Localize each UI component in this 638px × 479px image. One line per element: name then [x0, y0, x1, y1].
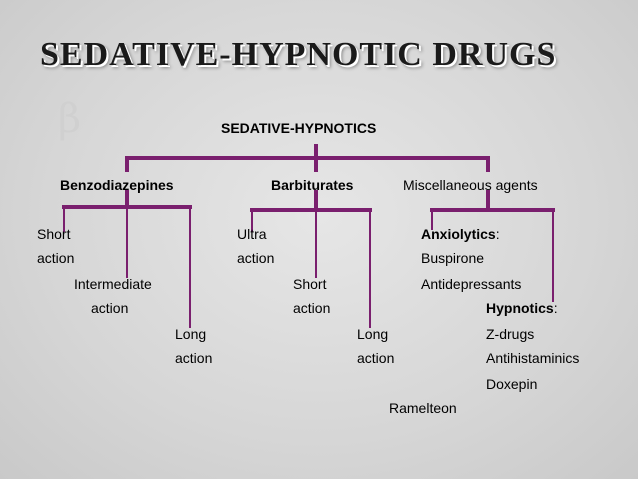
root-label: SEDATIVE-HYPNOTICS [221, 120, 377, 136]
barb-ultra-line1: Ultra [237, 226, 267, 242]
barb-short-line2: action [293, 300, 331, 316]
benzo-short-line1: Short [37, 226, 71, 242]
misc-anxiolytics: Anxiolytics: [421, 226, 500, 242]
misc-zdrugs: Z-drugs [486, 326, 535, 342]
page-title: SEDATIVE-HYPNOTIC DRUGS [40, 36, 557, 73]
misc-anxiolytics-colon: : [495, 226, 500, 242]
misc-hypnotics-colon: : [553, 300, 558, 316]
benzo-long-line1: Long [175, 326, 207, 342]
benzo-intermediate-line1: Intermediate [74, 276, 152, 292]
misc-anxiolytics-label: Anxiolytics [421, 226, 496, 242]
category-benzodiazepines: Benzodiazepines [60, 177, 174, 193]
benzo-short-line2: action [37, 250, 75, 266]
barb-long-line2: action [357, 350, 395, 366]
barb-short-line1: Short [293, 276, 327, 292]
misc-antihistaminics: Antihistaminics [486, 350, 580, 366]
barb-ultra-line2: action [237, 250, 275, 266]
misc-ramelteon: Ramelteon [389, 400, 457, 416]
benzo-intermediate-line2: action [91, 300, 129, 316]
benzo-long-line2: action [175, 350, 213, 366]
category-misc: Miscellaneous agents [403, 177, 538, 193]
barb-long-line1: Long [357, 326, 389, 342]
misc-buspirone: Buspirone [421, 250, 485, 266]
category-barbiturates: Barbiturates [271, 177, 354, 193]
misc-hypnotics-label: Hypnotics [486, 300, 554, 316]
misc-hypnotics: Hypnotics: [486, 300, 558, 316]
misc-doxepin: Doxepin [486, 376, 538, 392]
watermark-beta: β [58, 96, 82, 142]
misc-antidepressants: Antidepressants [421, 276, 522, 292]
